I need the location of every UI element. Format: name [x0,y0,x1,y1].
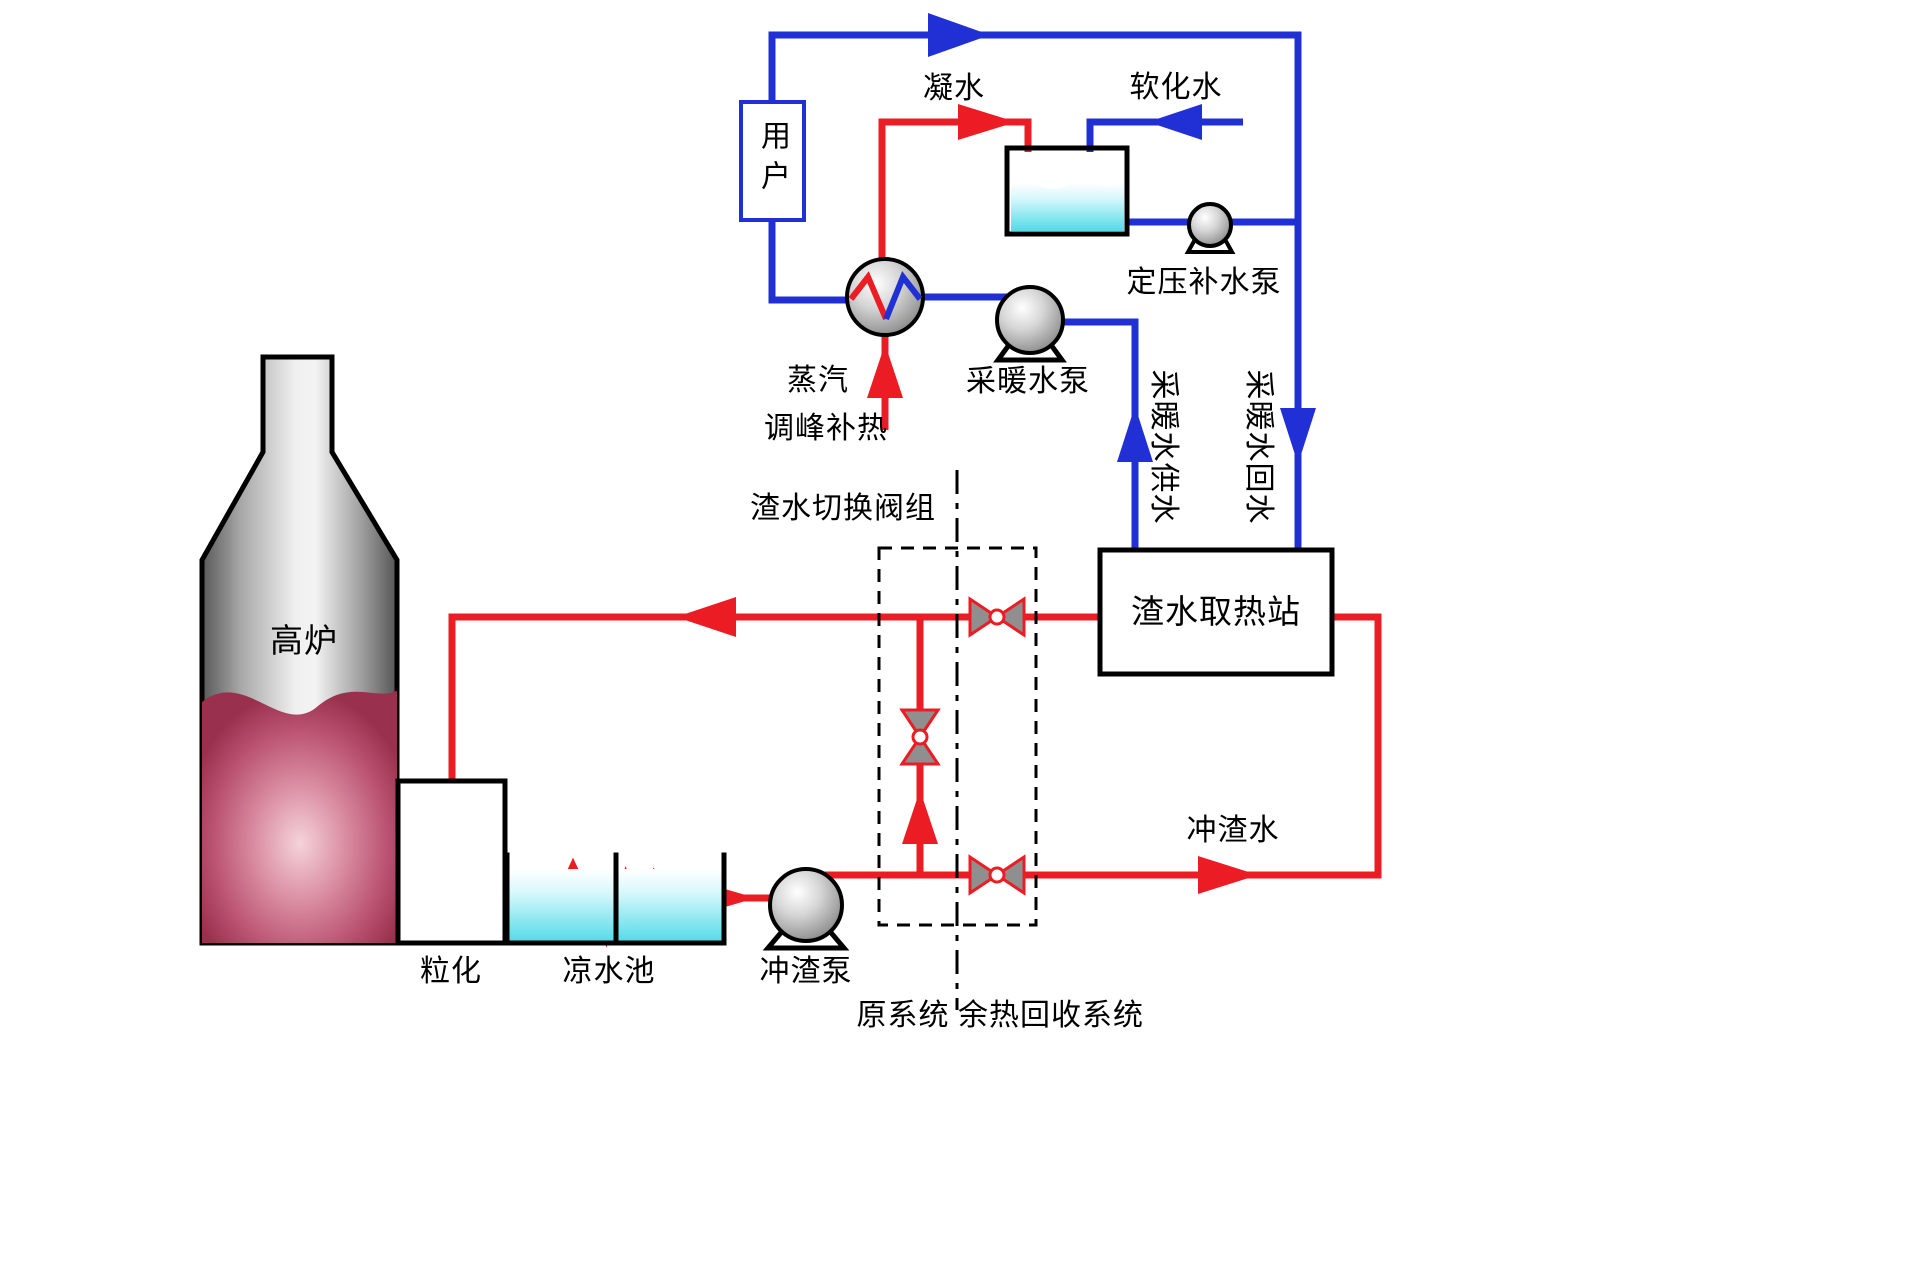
label-user: 用户 [755,120,790,200]
makeup-tank [1004,145,1130,237]
makeup-tank-water [1011,182,1124,231]
arrow-steam-up-icon [867,344,903,398]
label-slag-flushing-pump: 冲渣泵 [759,954,853,989]
label-condensate: 凝水 [923,71,985,106]
label-original-system: 原系统 [856,998,950,1033]
label-cooling-pool: 凉水池 [562,954,656,989]
blast-furnace-molten-slag [202,690,397,943]
valve-station-outlet-icon [968,596,1026,638]
pipe-slag-water-to-station [806,613,1382,879]
arrow-condensate-right-icon [958,104,1016,140]
label-granulation: 粒化 [420,954,482,989]
heat-exchanger-cold-coil-icon [883,271,923,321]
label-steam: 蒸汽 [787,363,849,398]
valve-slag-water-icon [968,854,1026,896]
pipe-condensate [878,118,1032,262]
arrow-top-loop-right-icon [928,13,990,57]
heat-exchanger-hot-coil-icon [848,271,889,321]
valve-group-dashed-box [877,546,1038,927]
valve-bypass-icon [899,708,941,766]
cooling-pool-walls [504,852,727,946]
heating-water-pump-icon [995,285,1065,355]
arrow-station-out-left-icon [676,597,736,637]
arrow-return-down-icon [1280,408,1316,464]
label-heating-water-pump: 采暖水泵 [966,364,1090,399]
pipe-user-top-loop-and-return [768,31,1302,550]
heat-exchanger [845,257,925,337]
slag-flushing-pump-icon [768,867,844,943]
label-pressure-makeup-pump: 定压补水泵 [1126,265,1282,300]
label-heating-supply-water: 采暖水供水 [1146,369,1181,525]
arrow-bypass-up-icon [902,790,938,844]
label-slag-flushing-water: 冲渣水 [1186,813,1280,848]
label-peak-supplementary-heat: 调峰补热 [764,411,888,446]
label-heat-recovery-system: 余热回收系统 [958,998,1144,1033]
arrow-supply-up-icon [1117,406,1153,462]
label-slag-water-valve-group: 渣水切换阀组 [750,491,936,526]
label-slag-water-heat-station: 渣水取热站 [1131,592,1301,632]
user-box [739,100,806,222]
label-heating-return-water: 采暖水回水 [1241,369,1276,525]
slag-water-heat-station-box [1097,547,1335,677]
arrow-slag-water-right-icon [1198,856,1258,894]
pipe-station-to-granulation [448,613,1100,781]
pipe-heating-supply [1042,318,1139,550]
pressure-makeup-pump-icon [1187,202,1233,248]
granulation-box [395,778,508,946]
label-blast-furnace: 高炉 [270,621,338,661]
arrow-softened-water-left-icon [1148,104,1202,140]
label-softened-water: 软化水 [1129,70,1223,105]
pipe-user-to-exchanger [768,220,860,304]
